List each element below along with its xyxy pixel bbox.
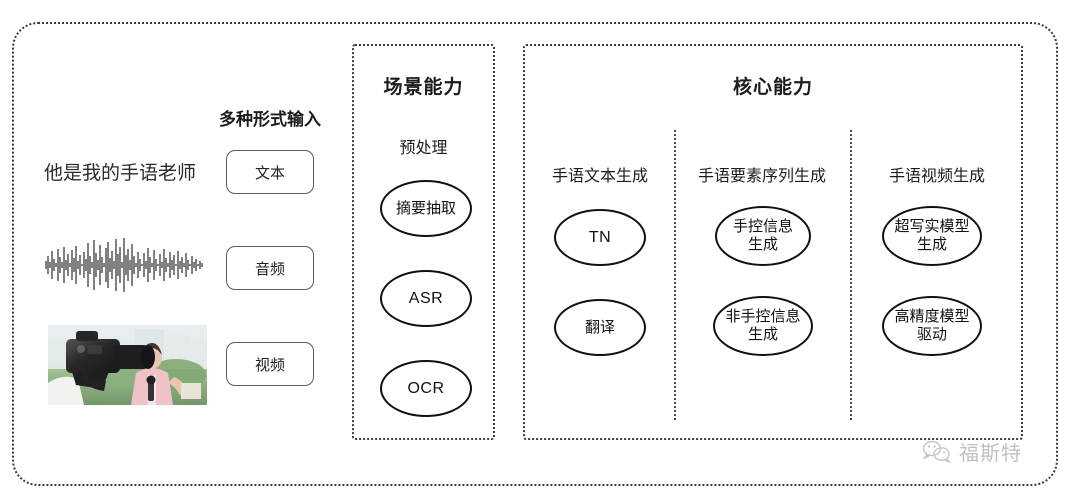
watermark: 福斯特	[922, 437, 1022, 466]
input-pill-text-label: 文本	[254, 164, 285, 182]
core-node-manual-info-generation[interactable]: 手控信息 生成	[715, 206, 811, 266]
core-panel-title: 核心能力	[732, 77, 813, 98]
core-node-manual-info-generation-label: 手控信息 生成	[729, 218, 797, 254]
input-pill-text[interactable]: 文本	[226, 150, 314, 194]
scene-node-ocr-label: OCR	[407, 379, 445, 397]
core-node-translation[interactable]: 翻译	[554, 299, 646, 356]
core-column-header-element-sequence-generation: 手语要素序列生成	[697, 168, 827, 185]
input-pill-video-label: 视频	[254, 356, 285, 374]
scene-node-summary-extraction[interactable]: 摘要抽取	[380, 180, 472, 237]
audio-waveform-icon	[45, 238, 203, 292]
wechat-icon	[922, 440, 952, 464]
input-pill-audio-label: 音频	[254, 260, 285, 278]
scene-sub-label: 预处理	[399, 140, 448, 157]
scene-capability-panel: 场景能力 预处理 摘要抽取 ASR OCR	[352, 44, 495, 440]
core-node-highprecision-model-driving-line2: 驱动	[916, 326, 947, 343]
scene-node-summary-extraction-label: 摘要抽取	[395, 199, 456, 217]
core-node-hyperreal-model-generation[interactable]: 超写实模型 生成	[882, 206, 982, 266]
core-node-nonmanual-info-generation-line2: 生成	[747, 326, 778, 343]
core-node-highprecision-model-driving[interactable]: 高精度模型 驱动	[882, 296, 982, 356]
core-node-hyperreal-model-generation-line2: 生成	[916, 236, 947, 253]
core-node-manual-info-generation-line1: 手控信息	[732, 218, 793, 235]
input-pill-video[interactable]: 视频	[226, 342, 314, 386]
core-node-highprecision-model-driving-label: 高精度模型 驱动	[890, 308, 973, 344]
core-capability-panel: 核心能力 手语文本生成 TN 翻译 手语要素序列生成 手控信息 生成 非手控信息…	[523, 44, 1023, 440]
scene-panel-title: 场景能力	[383, 77, 464, 98]
core-column-header-text-generation: 手语文本生成	[551, 168, 649, 185]
core-node-nonmanual-info-generation-line1: 非手控信息	[725, 308, 801, 325]
core-column-divider-2	[850, 130, 852, 420]
video-thumbnail	[48, 325, 207, 405]
core-column-divider-1	[674, 130, 676, 420]
core-node-highprecision-model-driving-line1: 高精度模型	[894, 308, 970, 325]
input-pill-audio[interactable]: 音频	[226, 246, 314, 290]
core-node-hyperreal-model-generation-label: 超写实模型 生成	[890, 218, 973, 254]
core-node-nonmanual-info-generation-label: 非手控信息 生成	[721, 308, 804, 344]
core-node-manual-info-generation-line2: 生成	[747, 236, 778, 253]
core-node-tn[interactable]: TN	[554, 209, 646, 266]
input-section-heading: 多种形式输入	[219, 110, 321, 129]
core-node-translation-label: 翻译	[584, 318, 615, 336]
watermark-text: 福斯特	[959, 443, 1022, 465]
core-node-tn-label: TN	[588, 228, 612, 246]
scene-node-asr-label: ASR	[408, 289, 444, 307]
core-node-nonmanual-info-generation[interactable]: 非手控信息 生成	[713, 296, 813, 356]
scene-node-asr[interactable]: ASR	[380, 270, 472, 327]
core-node-hyperreal-model-generation-line1: 超写实模型	[894, 218, 970, 235]
sample-text-sentence: 他是我的手语老师	[44, 163, 197, 184]
core-column-header-video-generation: 手语视频生成	[888, 168, 986, 185]
scene-node-ocr[interactable]: OCR	[380, 360, 472, 417]
